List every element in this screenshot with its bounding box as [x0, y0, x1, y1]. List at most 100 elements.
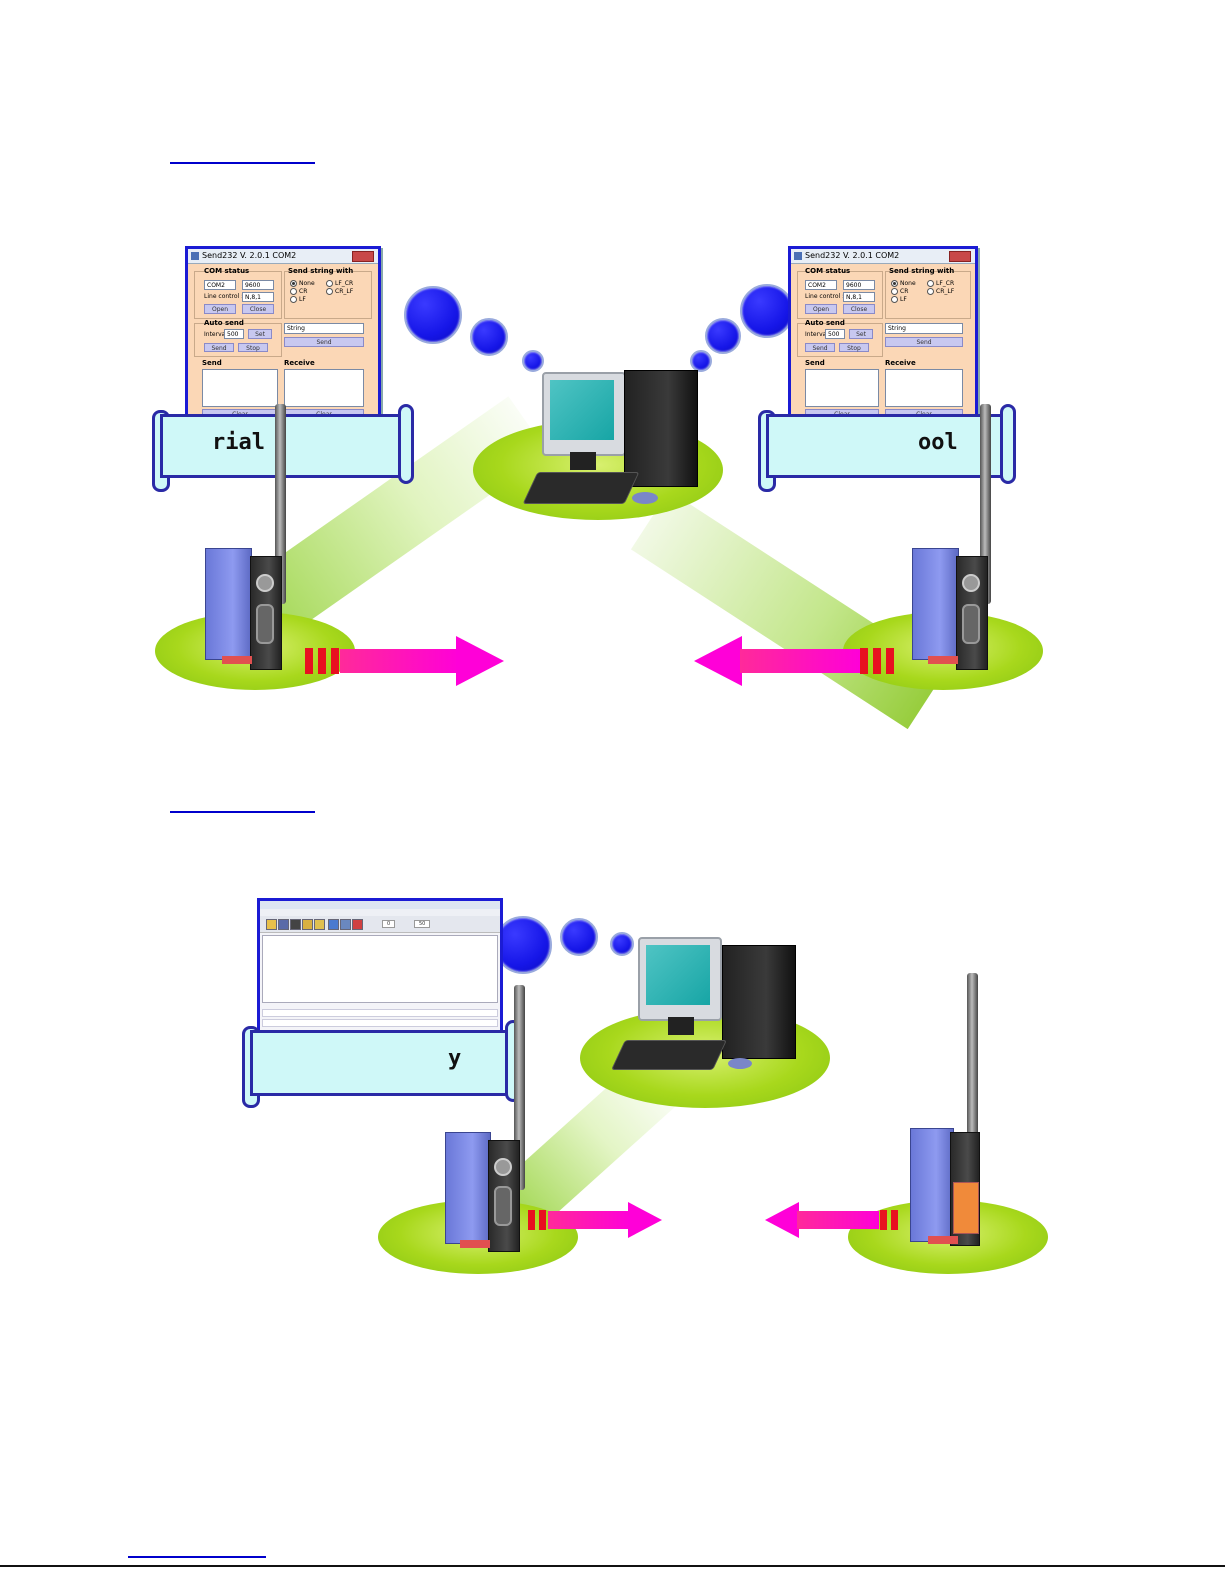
arrow-stripe — [528, 1210, 535, 1230]
device-base — [928, 1236, 958, 1244]
antenna — [967, 973, 978, 1178]
window-title-bar: Send232 V. 2.0.1 COM2 — [791, 249, 975, 264]
thought-bubble-small-2 — [610, 932, 634, 956]
send232-window-right: Send232 V. 2.0.1 COM2 COM status COM2 96… — [788, 246, 978, 424]
com-status-group — [194, 271, 282, 319]
network-icon[interactable] — [328, 919, 339, 930]
arrow-stripe — [860, 648, 868, 674]
antenna-port — [962, 574, 980, 592]
pause-icon[interactable] — [314, 919, 325, 930]
baud-select[interactable]: 9600 — [242, 280, 274, 290]
open-button[interactable]: Open — [204, 304, 236, 314]
com-port-select[interactable]: COM2 — [204, 280, 236, 290]
send-button[interactable]: Send — [885, 337, 963, 347]
radio-cr[interactable]: CR — [891, 288, 908, 295]
radio-lf[interactable]: LF — [290, 296, 306, 303]
print-icon[interactable] — [290, 919, 301, 930]
open-button[interactable]: Open — [805, 304, 837, 314]
set-button[interactable]: Set — [248, 329, 272, 339]
thought-bubble-medium — [470, 318, 508, 356]
arrow-right-head-icon — [456, 636, 504, 686]
radio-none[interactable]: None — [891, 280, 916, 287]
radio-cr-lf[interactable]: CR_LF — [927, 288, 954, 295]
footer-link-underline[interactable] — [128, 1556, 266, 1558]
arrow-stripe — [318, 648, 326, 674]
toolbar: 0 50 — [260, 916, 500, 933]
radio-lf-cr[interactable]: LF_CR — [326, 280, 353, 287]
receive-textarea[interactable] — [885, 369, 963, 407]
antenna — [275, 404, 286, 604]
count-value[interactable]: 0 — [382, 920, 396, 928]
send-area-label: Send — [805, 359, 825, 367]
receive-area-label: Receive — [885, 359, 916, 367]
send-string-with-label: Send string with — [288, 267, 354, 275]
value-field[interactable]: 50 — [414, 920, 431, 928]
dcon-utility-window: 0 50 — [257, 898, 503, 1038]
interval-field[interactable]: 500 — [825, 329, 845, 339]
stop-button[interactable]: Stop — [839, 343, 869, 352]
arrow-stripe — [891, 1210, 898, 1230]
close-button[interactable]: Close — [242, 304, 274, 314]
receive-textarea[interactable] — [284, 369, 364, 407]
antenna-port — [256, 574, 274, 592]
string-field[interactable]: String — [284, 323, 364, 334]
string-field[interactable]: String — [885, 323, 963, 334]
heading-link-1-underline[interactable] — [170, 162, 315, 164]
module-list-table[interactable] — [262, 935, 498, 1003]
auto-send-button[interactable]: Send — [805, 343, 835, 352]
send-textarea[interactable] — [805, 369, 879, 407]
auto-send-button[interactable]: Send — [204, 343, 234, 352]
antenna-port — [494, 1158, 512, 1176]
line-control-field[interactable]: N,8,1 — [242, 292, 274, 302]
keyboard — [522, 472, 640, 504]
arrow-stripe — [331, 648, 339, 674]
folder-icon[interactable] — [266, 919, 277, 930]
link-beam-right — [630, 490, 946, 730]
status-fields-row — [262, 1009, 498, 1017]
window-controls[interactable] — [949, 251, 971, 262]
search-icon[interactable] — [302, 919, 313, 930]
close-button[interactable]: Close — [843, 304, 875, 314]
com-status-label: COM status — [204, 267, 250, 275]
thought-bubble-large-r — [740, 284, 794, 338]
send-button[interactable]: Send — [284, 337, 364, 347]
db9-connector — [494, 1186, 512, 1226]
send-area-label: Send — [202, 359, 222, 367]
menu-bar[interactable] — [260, 909, 500, 916]
radio-lf-cr[interactable]: LF_CR — [927, 280, 954, 287]
line-control-label: Line control : — [204, 293, 244, 300]
device-body — [445, 1132, 491, 1244]
monitor-stand — [668, 1017, 694, 1035]
grid-icon[interactable] — [340, 919, 351, 930]
stop-button[interactable]: Stop — [238, 343, 268, 352]
device-base — [222, 656, 252, 664]
com-status-group — [797, 271, 883, 319]
com-port-select[interactable]: COM2 — [805, 280, 837, 290]
window-title: Send232 V. 2.0.1 COM2 — [805, 251, 900, 260]
window-title: Send232 V. 2.0.1 COM2 — [202, 251, 297, 260]
save-icon[interactable] — [278, 919, 289, 930]
radio-lf[interactable]: LF — [891, 296, 907, 303]
baud-select[interactable]: 9600 — [843, 280, 875, 290]
interval-field[interactable]: 500 — [224, 329, 244, 339]
antenna — [514, 985, 525, 1190]
radio-none[interactable]: None — [290, 280, 315, 287]
monitor-screen — [646, 945, 710, 1005]
arrow-stripe — [886, 648, 894, 674]
device-body — [912, 548, 959, 660]
arrow-stripe — [539, 1210, 546, 1230]
send-textarea[interactable] — [202, 369, 278, 407]
line-control-field[interactable]: N,8,1 — [843, 292, 875, 302]
receive-area-label: Receive — [284, 359, 315, 367]
heading-link-2-underline[interactable] — [170, 811, 315, 813]
pc-tower — [722, 945, 796, 1059]
radio-cr-lf[interactable]: CR_LF — [326, 288, 353, 295]
app-icon — [794, 252, 802, 260]
set-button[interactable]: Set — [849, 329, 873, 339]
window-controls[interactable] — [352, 251, 374, 262]
radio-cr[interactable]: CR — [290, 288, 307, 295]
thought-bubble-large — [404, 286, 462, 344]
terminal-block — [953, 1182, 979, 1234]
stop-icon[interactable] — [352, 919, 363, 930]
interval-label: Interval — [805, 331, 828, 338]
